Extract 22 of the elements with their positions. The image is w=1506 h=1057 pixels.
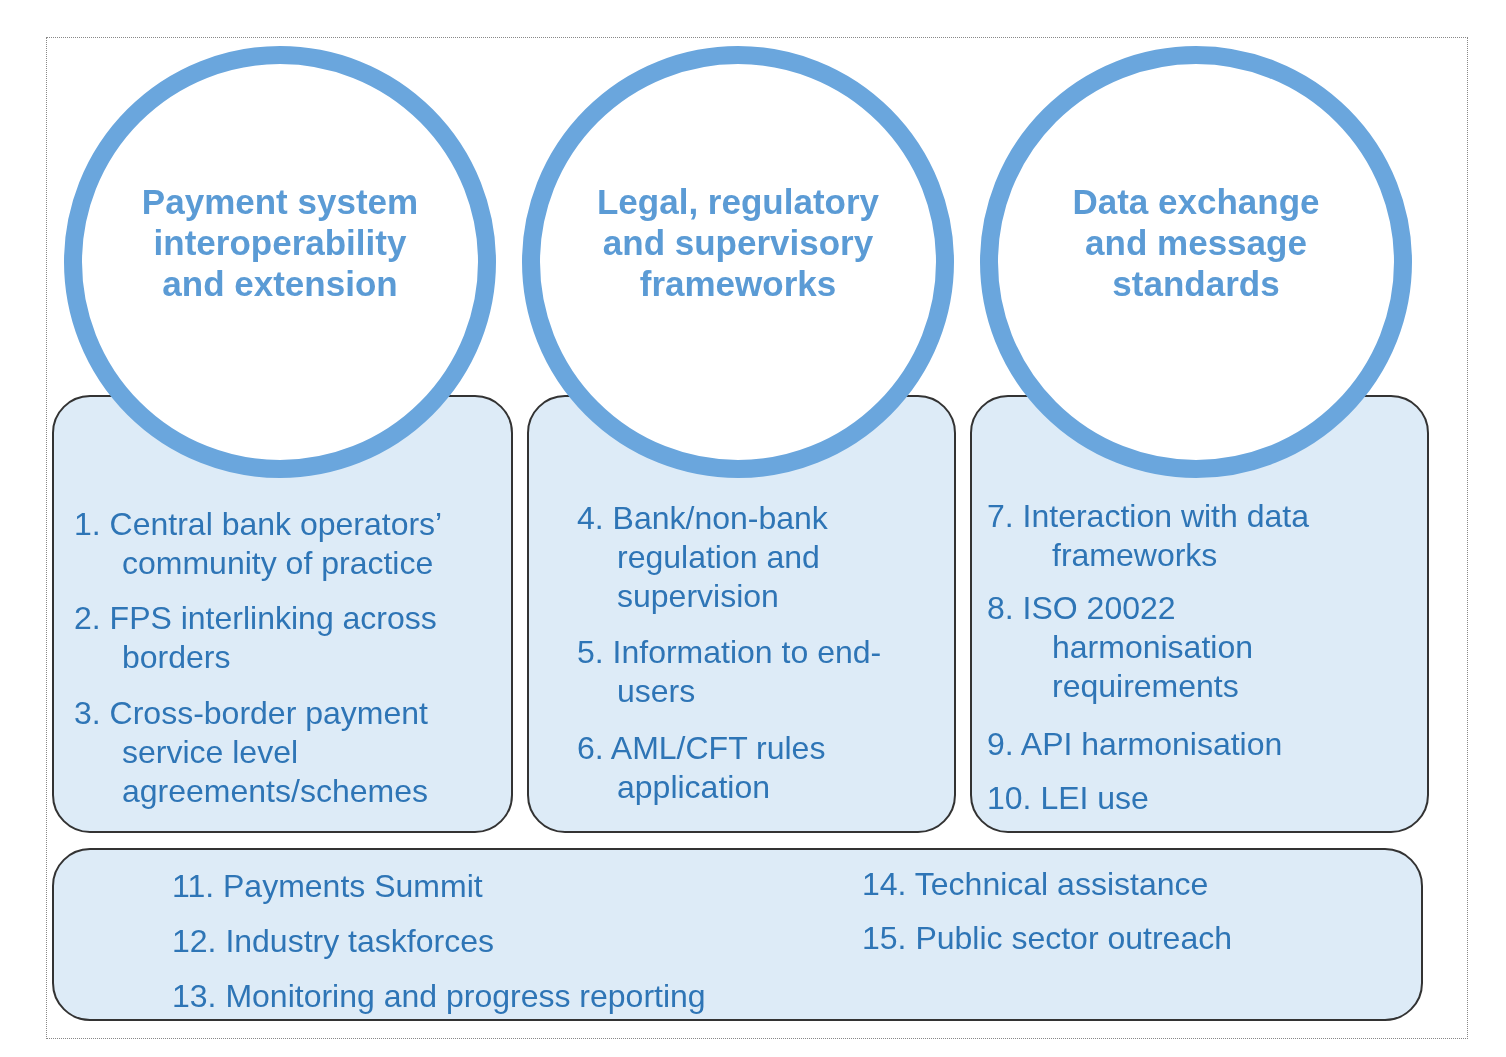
circle-title: Data exchange and message standards <box>1071 180 1321 304</box>
list-item: 6. AML/CFT rules application <box>577 729 827 807</box>
list-item: 2. FPS interlinking across borders <box>74 599 438 677</box>
list-panel <box>527 395 956 833</box>
list-item: 4. Bank/non-bank regulation and supervision <box>577 499 829 616</box>
list-item: 10. LEI use <box>987 779 1150 818</box>
list-item: 15. Public sector outreach <box>862 919 1233 958</box>
list-item: 9. API harmonisation <box>987 725 1284 764</box>
list-item: 5. Information to end-users <box>577 633 883 711</box>
list-item: 8. ISO 20022 harmonisation requirements <box>987 589 1254 706</box>
list-item: 3. Cross-border payment service level agreements/schemes <box>74 694 429 811</box>
list-panel <box>970 395 1429 833</box>
circle-title: Legal, regulatory and supervisory frameworks <box>596 180 880 304</box>
list-item: 7. Interaction with data frameworks <box>987 497 1310 575</box>
list-item: 11. Payments Summit <box>172 867 484 906</box>
list-panel <box>52 395 513 833</box>
list-item: 12. Industry taskforces <box>172 922 495 961</box>
list-panel <box>52 848 1423 1021</box>
circle-title: Payment system interoperability and extension <box>140 180 420 304</box>
list-item: 13. Monitoring and progress reporting <box>172 977 707 1016</box>
list-item: 1. Central bank operators’ community of practice <box>74 505 442 583</box>
list-item: 14. Technical assistance <box>862 865 1210 904</box>
